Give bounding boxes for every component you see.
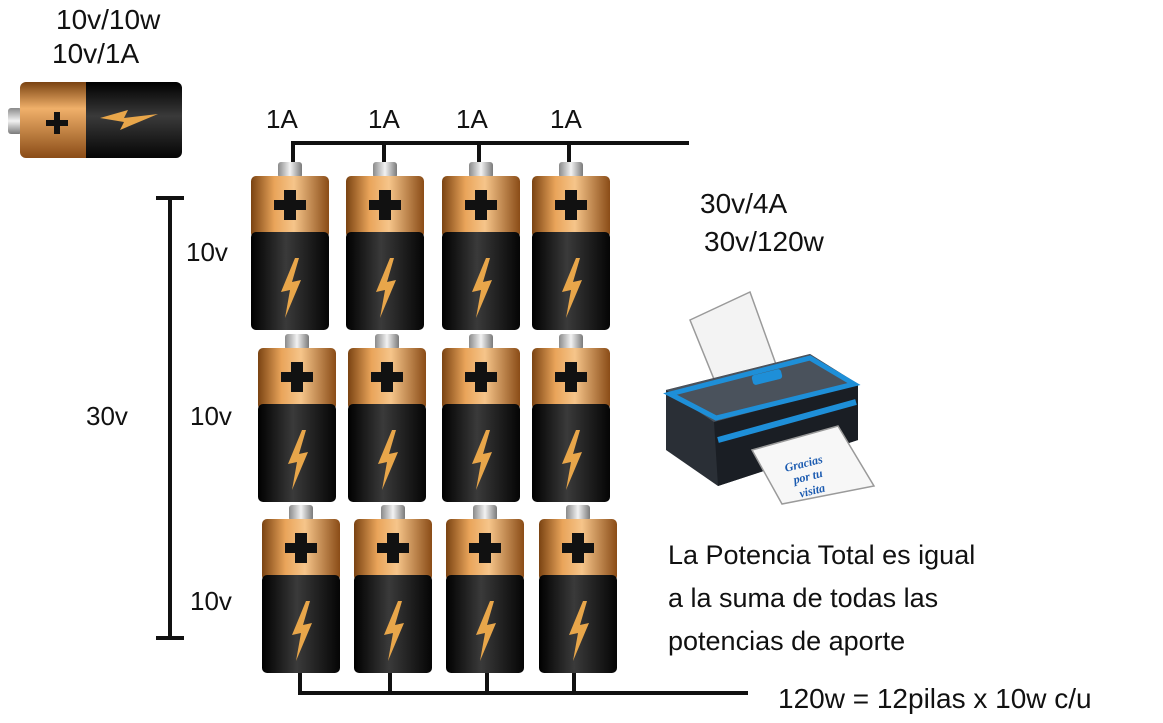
- power-formula: 120w = 12pilas x 10w c/u: [778, 683, 1092, 714]
- bottom-tap-3: [485, 672, 489, 694]
- bottom-tap-1: [298, 672, 302, 694]
- battery-cell-r2-c2: [348, 334, 426, 502]
- row-voltage-2: 10v: [190, 401, 232, 431]
- battery-cell-r3-c1: [262, 505, 340, 673]
- current-label-2: 1A: [368, 104, 400, 134]
- voltage-bracket-bottom: [156, 636, 184, 640]
- bottom-tap-2: [388, 672, 392, 694]
- note-line-1: La Potencia Total es igual: [668, 540, 976, 570]
- battery-cell-r1-c3: [442, 162, 520, 330]
- single-battery-icon: [8, 82, 182, 158]
- explanation-note: La Potencia Total es igual a la suma de …: [668, 534, 1088, 663]
- battery-cell-r2-c4: [532, 334, 610, 502]
- current-label-4: 1A: [550, 104, 582, 134]
- note-line-3: potencias de aporte: [668, 626, 906, 656]
- current-label-3: 1A: [456, 104, 488, 134]
- printer-icon: Gracias por tu visita: [663, 290, 876, 505]
- load-power-label: 30v/120w: [704, 226, 824, 257]
- single-cell-current-label: 10v/1A: [52, 38, 140, 69]
- battery-cell-r3-c3: [446, 505, 524, 673]
- battery-cell-r1-c2: [346, 162, 424, 330]
- top-bus-wire: [291, 141, 689, 145]
- printer-paper-line-3: visita: [798, 481, 827, 501]
- battery-cell-r3-c4: [539, 505, 617, 673]
- battery-cell-r1-c1: [251, 162, 329, 330]
- voltage-bracket-line: [168, 196, 172, 640]
- top-tap-2: [382, 141, 386, 165]
- row-voltage-3: 10v: [190, 586, 232, 616]
- voltage-bracket-top: [156, 196, 184, 200]
- top-tap-3: [477, 141, 481, 165]
- load-current-label: 30v/4A: [700, 188, 788, 219]
- battery-cell-r1-c4: [532, 162, 610, 330]
- single-cell-power-label: 10v/10w: [56, 4, 161, 35]
- top-tap-1: [291, 141, 295, 165]
- total-voltage-label: 30v: [86, 401, 128, 431]
- bottom-bus-wire: [298, 691, 748, 695]
- row-voltage-1: 10v: [186, 237, 228, 267]
- top-tap-4: [567, 141, 571, 165]
- bottom-tap-4: [572, 672, 576, 694]
- note-line-2: a la suma de todas las: [668, 583, 939, 613]
- battery-cell-r3-c2: [354, 505, 432, 673]
- battery-cell-r2-c1: [258, 334, 336, 502]
- battery-cell-r2-c3: [442, 334, 520, 502]
- current-label-1: 1A: [266, 104, 298, 134]
